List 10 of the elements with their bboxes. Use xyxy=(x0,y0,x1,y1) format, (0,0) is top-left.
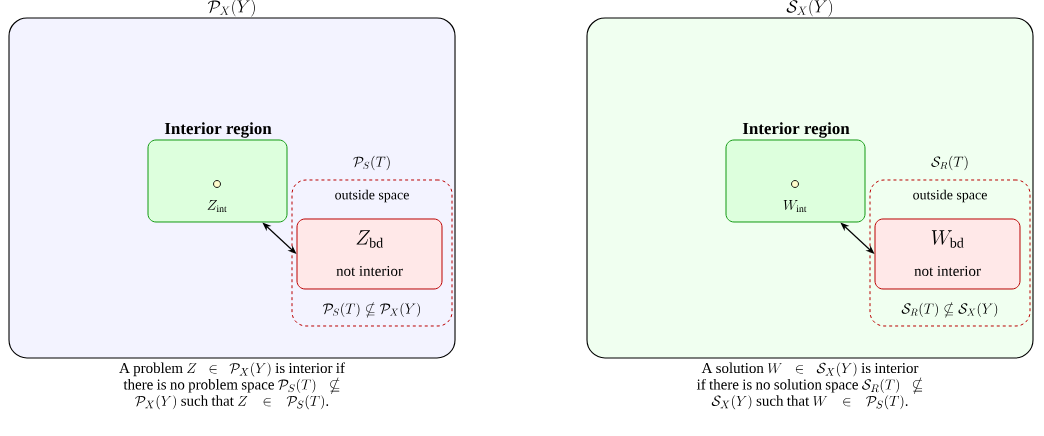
region-box: Interior region $Z_{\mathrm{int}}$ xyxy=(147,122,288,223)
boundary-box: $W_{\mathrm{bd}}$ not interior xyxy=(874,218,1021,290)
region-box: Interior region $W_{\mathrm{int}}$ xyxy=(725,122,866,223)
boundary-box: $Z_{\mathrm{bd}}$ not interior xyxy=(296,218,443,290)
node-label: Interior region xyxy=(742,122,850,138)
node-label: $\mathcal{P}_S(T)$ xyxy=(353,155,390,171)
node-label: $\mathcal{S}_R(T)$ xyxy=(931,155,968,171)
node-label: ${}$A solution $W \in \mathcal{S}_X(Y)$ is interior if there is no solution space $\mathcal{S}_R(T) \nsubseteq \mathcal{S}_X(Y)$ such that $W \in \mathcal{P}_S(T)$.${}$ xyxy=(696,362,923,410)
node-label: ${}$A problem $Z \in \mathcal{P}_X(Y)$ is interior if there is no problem space $\mathcal{P}_S(T) \nsubseteq \mathcal{P}_X(Y)$ such that $Z \in \mathcal{P}_S(T)$.${}$ xyxy=(119,362,345,410)
node-label: Interior region xyxy=(164,122,272,138)
